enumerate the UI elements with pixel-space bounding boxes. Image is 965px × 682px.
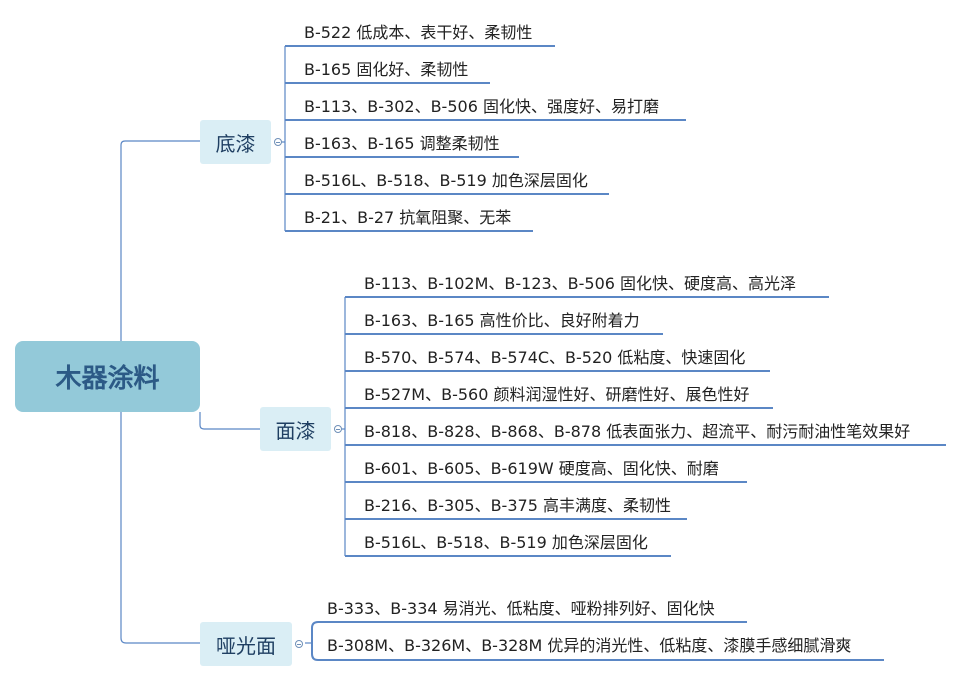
leaf-item[interactable]: B-601、B-605、B-619W 硬度高、固化快、耐磨	[364, 459, 719, 478]
leaf-item[interactable]: B-516L、B-518、B-519 加色深层固化	[304, 171, 588, 190]
root-connector	[120, 140, 200, 341]
leaf-item[interactable]: B-113、B-302、B-506 固化快、强度好、易打磨	[304, 97, 659, 116]
leaf-item[interactable]: B-165 固化好、柔韧性	[304, 60, 469, 79]
leaf-item[interactable]: B-333、B-334 易消光、低粘度、哑粉排列好、固化快	[327, 599, 715, 618]
leaf-item[interactable]: B-570、B-574、B-574C、B-520 低粘度、快速固化	[364, 348, 746, 367]
collapse-toggle-icon[interactable]	[295, 640, 303, 648]
leaf-item[interactable]: B-516L、B-518、B-519 加色深层固化	[364, 533, 648, 552]
leaf-item[interactable]: B-21、B-27 抗氧阻聚、无苯	[304, 208, 512, 227]
item-underline	[311, 621, 747, 643]
leaf-item[interactable]: B-163、B-165 高性价比、良好附着力	[364, 311, 640, 330]
root-connector	[120, 412, 200, 644]
root-connector	[199, 412, 260, 430]
leaf-item[interactable]: B-163、B-165 调整柔韧性	[304, 134, 500, 153]
root-node[interactable]: 木器涂料	[15, 341, 200, 412]
leaf-item[interactable]: B-216、B-305、B-375 高丰满度、柔韧性	[364, 496, 671, 515]
category-node-matte[interactable]: 哑光面	[200, 622, 292, 666]
leaf-item[interactable]: B-522 低成本、表干好、柔韧性	[304, 23, 533, 42]
category-node-topcoat[interactable]: 面漆	[260, 407, 331, 451]
leaf-item[interactable]: B-818、B-828、B-868、B-878 低表面张力、超流平、耐污耐油性笔…	[364, 422, 911, 441]
leaf-item[interactable]: B-527M、B-560 颜料润湿性好、研磨性好、展色性好	[364, 385, 750, 404]
item-underline	[311, 643, 884, 661]
leaf-item[interactable]: B-113、B-102M、B-123、B-506 固化快、硬度高、高光泽	[364, 274, 797, 293]
category-node-primer[interactable]: 底漆	[200, 120, 271, 164]
collapse-toggle-icon[interactable]	[274, 138, 282, 146]
collapse-toggle-icon[interactable]	[334, 425, 342, 433]
leaf-item[interactable]: B-308M、B-326M、B-328M 优异的消光性、低粘度、漆膜手感细腻滑爽	[327, 636, 852, 655]
